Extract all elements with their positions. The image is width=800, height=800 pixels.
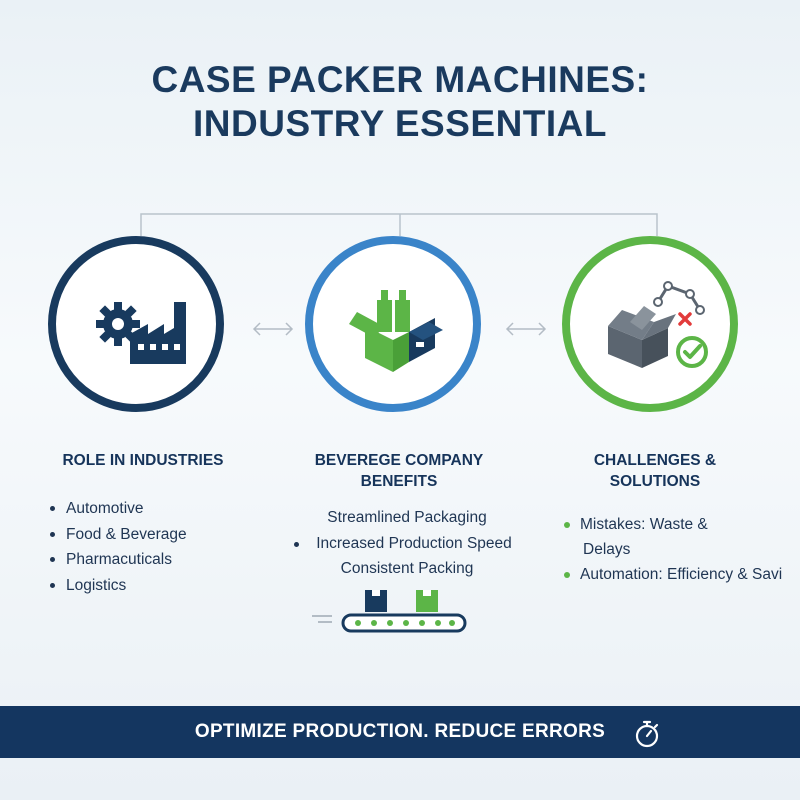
title-line-2: INDUSTRY ESSENTIAL: [193, 103, 607, 144]
industries-list: Automotive Food & Beverage Pharmacutical…: [50, 498, 187, 600]
section-heading-benefits: BEVEREGE COMPANY BENEFITS: [314, 452, 484, 490]
benefits-circle: [305, 236, 481, 412]
list-item: Automation: Efficiency & Savi: [562, 562, 782, 587]
list-item: Mistakes: Waste & Delays: [562, 512, 782, 562]
gear-factory-icon: [96, 302, 186, 364]
list-item: Streamlined Packaging: [327, 509, 487, 526]
benefits-list: Streamlined Packaging Increased Producti…: [292, 508, 522, 585]
industries-circle: [48, 236, 224, 412]
list-item: Food & Beverage: [50, 524, 187, 550]
list-item: Logistics: [50, 575, 187, 601]
section-heading-challenges: CHALLENGES & SOLUTIONS: [593, 452, 717, 490]
robotic-arm-box-check-icon: [608, 281, 708, 368]
section-heading-industries: ROLE IN INDUSTRIES: [62, 452, 224, 469]
list-item: Consistent Packing: [340, 560, 474, 577]
list-item: Pharmacuticals: [50, 549, 187, 575]
list-item: Automotive: [50, 498, 187, 524]
challenges-list: Mistakes: Waste & Delays Automation: Eff…: [562, 512, 782, 587]
title-line-1: CASE PACKER MACHINES:: [151, 59, 649, 100]
stopwatch-icon: [635, 720, 659, 748]
bottles-in-box-icon: [349, 290, 443, 372]
list-item: Increased Production Speed: [292, 534, 522, 560]
double-arrow-icon: [252, 322, 294, 336]
footer-banner: OPTIMIZE PRODUCTION. REDUCE ERRORS: [0, 706, 800, 758]
challenges-circle: [562, 236, 738, 412]
double-arrow-icon: [505, 322, 547, 336]
footer-text: OPTIMIZE PRODUCTION. REDUCE ERRORS: [194, 721, 606, 742]
conveyor-belt-icon: [312, 590, 467, 633]
page-title: CASE PACKER MACHINES: INDUSTRY ESSENTIAL: [0, 58, 800, 146]
